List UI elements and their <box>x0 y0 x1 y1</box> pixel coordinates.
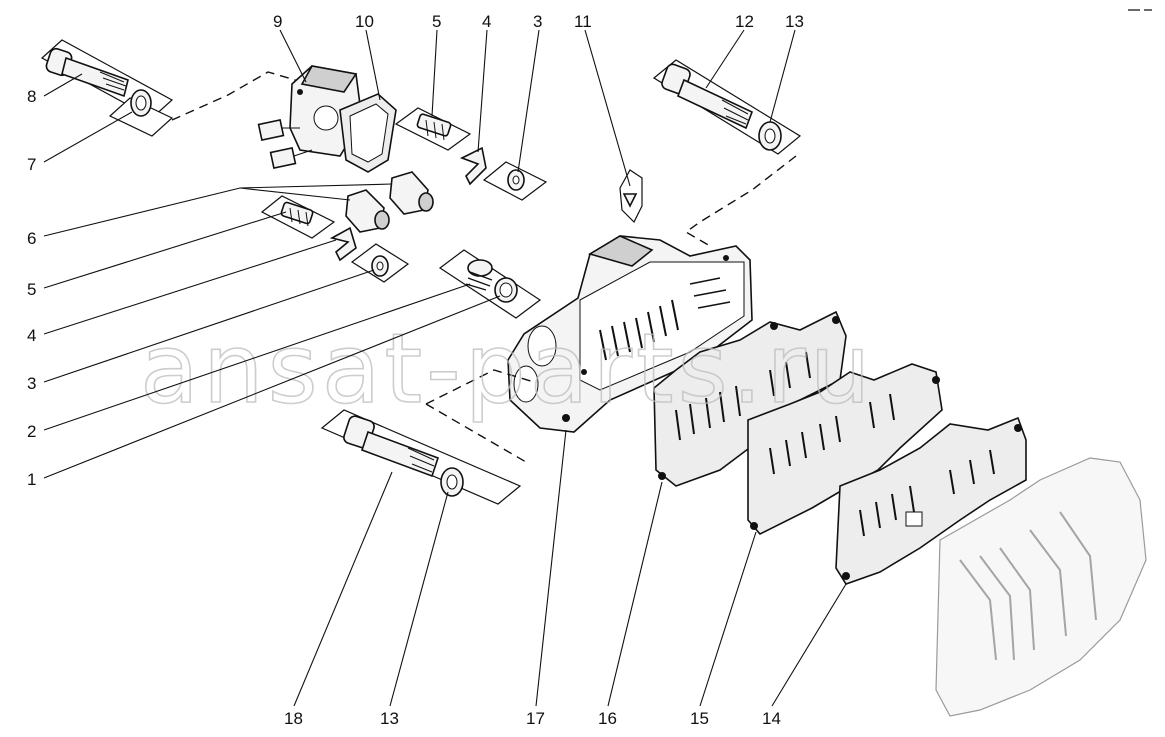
callout-15: 15 <box>690 709 709 728</box>
separator-plate-icon <box>747 363 943 535</box>
callout-13-bottom: 13 <box>380 709 399 728</box>
spool-6b <box>345 189 390 233</box>
callout-5-mid: 5 <box>27 280 36 299</box>
bolt-8-group <box>40 39 174 137</box>
callout-14: 14 <box>762 709 781 728</box>
valve-body-icon <box>507 235 753 433</box>
washer-7-tag <box>108 97 174 137</box>
callout-3-top: 3 <box>533 12 542 31</box>
callout-7: 7 <box>27 155 36 174</box>
assembly-line-18-17 <box>425 369 535 463</box>
callout-16: 16 <box>598 709 617 728</box>
callout-10: 10 <box>355 12 374 31</box>
bolt-icon <box>661 63 754 130</box>
washer-3-mid <box>350 243 410 283</box>
callout-4-mid: 4 <box>27 326 36 345</box>
assembly-line-12-17 <box>684 155 797 247</box>
retainer-4-top <box>460 146 487 186</box>
retainer-4-mid <box>329 226 357 262</box>
pin-5-mid <box>260 195 336 239</box>
pin-5-top <box>394 107 472 151</box>
washer-icon <box>130 89 152 117</box>
callout-12: 12 <box>735 12 754 31</box>
part-11-tag <box>619 169 643 224</box>
bolt-12-group <box>652 59 802 155</box>
lower-valve-body-faded <box>935 457 1147 717</box>
washer-icon <box>440 467 464 497</box>
solenoid-icon <box>257 118 313 170</box>
callout-8: 8 <box>27 87 36 106</box>
callout-9: 9 <box>273 12 282 31</box>
gasket-10-inner <box>349 103 389 163</box>
callout-2: 2 <box>27 422 36 441</box>
callout-3-mid: 3 <box>27 374 36 393</box>
washer-3-top <box>482 161 548 201</box>
bolt-18-group <box>320 409 522 505</box>
callout-17: 17 <box>526 709 545 728</box>
leader-lines <box>43 29 847 707</box>
callout-18: 18 <box>284 709 303 728</box>
watermark-text: ansat-parts.ru <box>140 313 875 425</box>
bolt-icon <box>45 47 129 98</box>
separator-plate-icon <box>835 416 1027 585</box>
callout-4-top: 4 <box>482 12 491 31</box>
assembly-line-8-9 <box>171 71 303 121</box>
spool-6a <box>389 171 434 215</box>
callout-11: 11 <box>574 12 592 31</box>
callout-1: 1 <box>27 470 36 489</box>
separator-plate-icon <box>653 310 847 487</box>
housing-9 <box>257 65 363 170</box>
spring-2 <box>438 249 542 319</box>
callout-13-top: 13 <box>785 12 804 31</box>
callout-5-top: 5 <box>432 12 441 31</box>
bolt-icon <box>343 415 440 478</box>
callout-6: 6 <box>27 229 36 248</box>
washer-icon <box>758 121 782 151</box>
